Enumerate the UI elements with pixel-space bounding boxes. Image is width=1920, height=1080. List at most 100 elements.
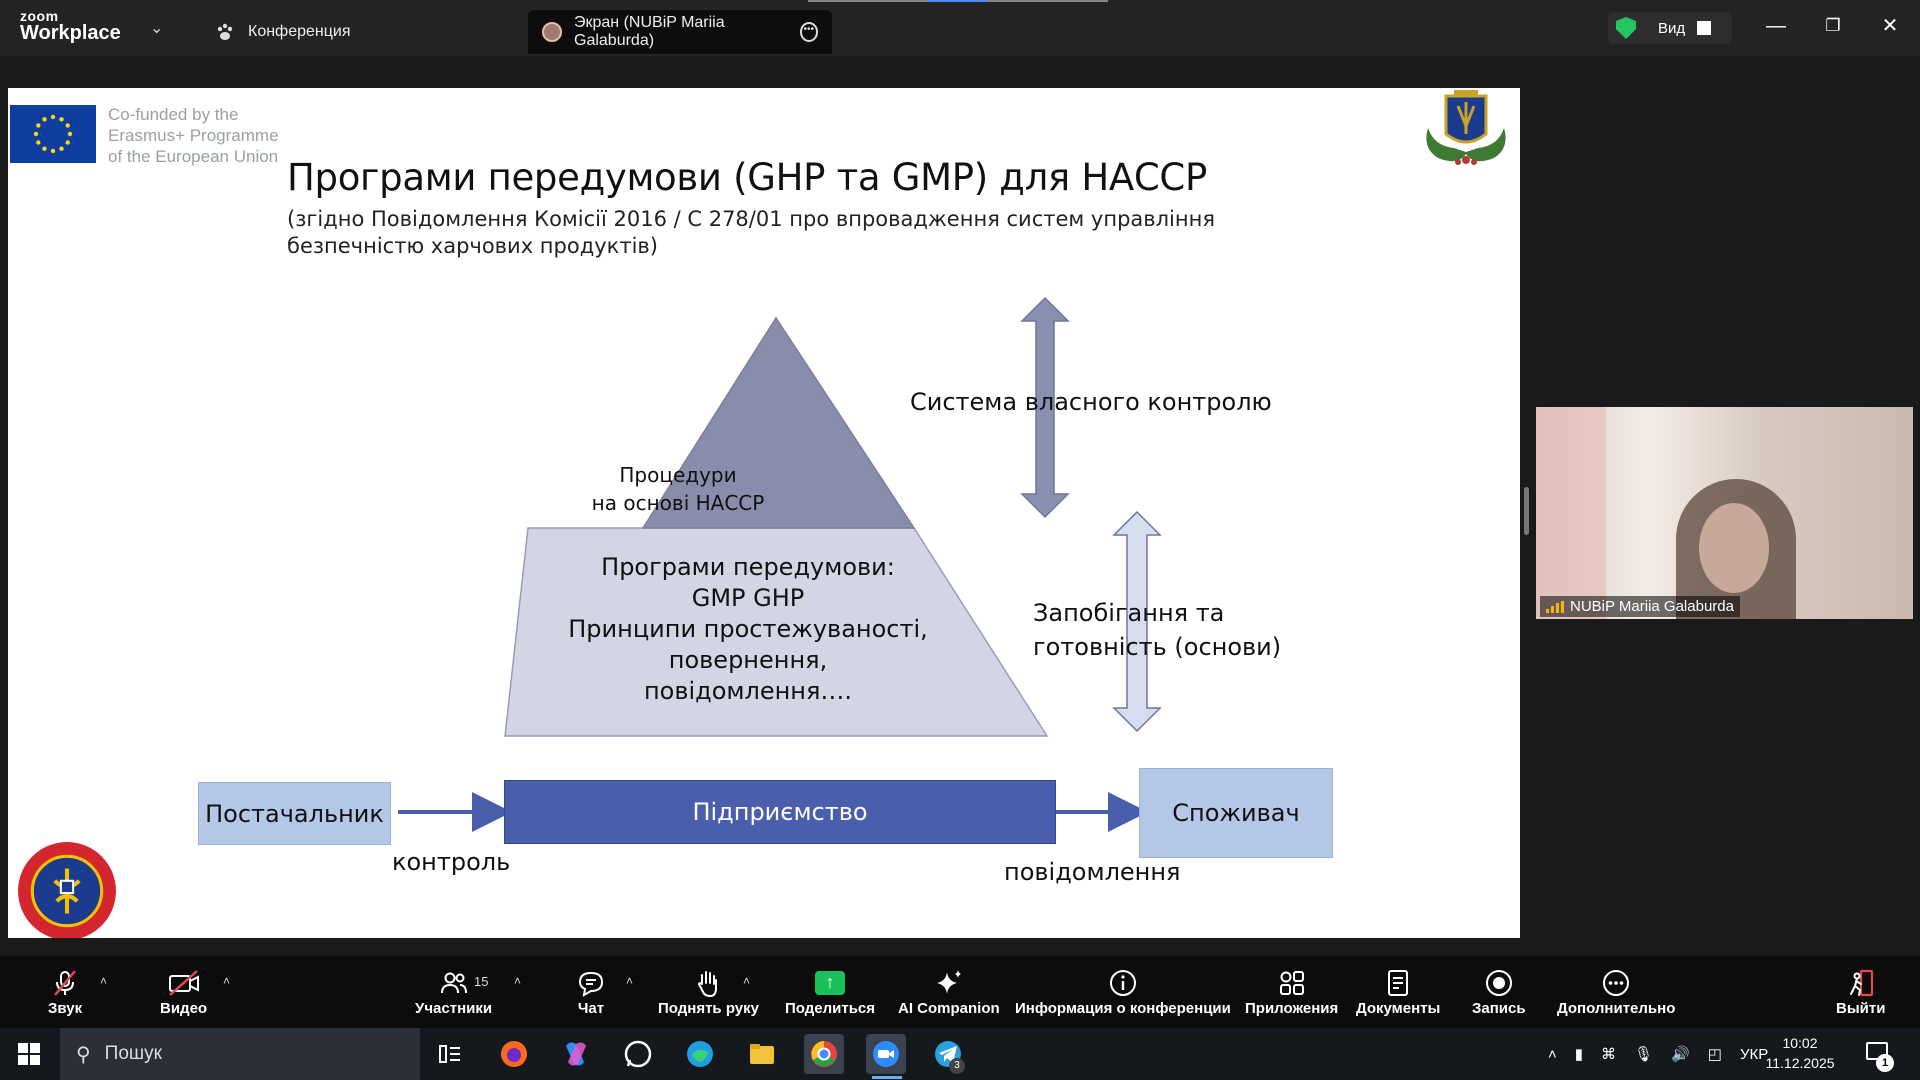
prevention-label-line: Запобігання та [1033, 599, 1225, 627]
ai-companion-label: AI Companion [898, 1000, 1000, 1017]
chat-button[interactable]: Чат [576, 966, 606, 1017]
tab-conference-label: Конференция [248, 23, 351, 40]
edge-icon[interactable] [682, 1036, 718, 1072]
prevention-label: Запобігання та готовність (основи) [1033, 596, 1281, 664]
reactions-caret-icon[interactable]: ˄ [743, 974, 751, 988]
eu-cofunded-text: Co-funded by the Erasmus+ Programme of t… [108, 104, 279, 167]
participant-video-tile[interactable]: NUBiP Mariia Galaburda [1536, 407, 1913, 619]
file-explorer-icon[interactable] [744, 1036, 780, 1072]
supplier-box: Постачальник [198, 782, 391, 845]
participants-caret-icon[interactable]: ˄ [514, 974, 522, 988]
record-label: Запись [1472, 1000, 1526, 1017]
audio-options-caret-icon[interactable]: ˄ [100, 974, 108, 988]
pyramid-bottom-line: Принципи простежуваності, [568, 615, 928, 643]
pyramid-top-line: на основі НАССР [591, 491, 765, 515]
prevention-label-line: готовність (основи) [1033, 633, 1282, 661]
chat-caret-icon[interactable]: ˄ [626, 974, 634, 988]
meet-now-icon[interactable]: ◰ [1707, 1046, 1722, 1063]
university-crest-logo [1426, 90, 1506, 165]
faculty-logo [18, 842, 116, 938]
system-tray: ˄ ▮ ⌘ 🎙 🔊 ◰ УКР [1548, 1028, 1768, 1080]
whatsapp-icon[interactable] [620, 1036, 656, 1072]
search-icon: ⚲ [76, 1043, 91, 1066]
chevron-down-icon[interactable]: ⌄ [150, 20, 164, 37]
raise-hand-label: Поднять руку [658, 1000, 759, 1017]
paw-icon [214, 21, 236, 43]
participant-name: NUBiP Mariia Galaburda [1570, 598, 1734, 615]
eu-text-line: Co-funded by the [108, 105, 239, 124]
restore-icon[interactable]: ❐ [1825, 16, 1841, 35]
eu-text-line: Erasmus+ Programme [108, 126, 279, 145]
windows-start-icon[interactable] [18, 1043, 40, 1065]
share-button[interactable]: ↑ Поделиться [785, 966, 875, 1017]
pyramid-bottom-line: Програми передумови: [601, 553, 895, 581]
more-button[interactable]: Дополнительно [1557, 966, 1675, 1017]
share-label: Поделиться [785, 1000, 876, 1017]
meeting-info-button[interactable]: Информация о конференции [1015, 966, 1231, 1017]
participant-name-tag: NUBiP Mariia Galaburda [1540, 596, 1740, 617]
eu-flag-logo [10, 105, 96, 163]
search-placeholder: Пошук [104, 1043, 162, 1064]
language-indicator[interactable]: УКР [1739, 1045, 1769, 1063]
video-button[interactable]: Видео [160, 966, 207, 1017]
minimize-icon[interactable]: — [1766, 15, 1786, 37]
docs-button[interactable]: Документы [1356, 966, 1440, 1017]
slide-subtitle-line: (згідно Повідомлення Комісії 2016 / С 27… [287, 207, 1215, 231]
pyramid-bottom-line: повернення, [668, 646, 828, 674]
zoom-logo[interactable]: zoom Workplace [20, 9, 121, 43]
chrome-taskbar-item[interactable] [804, 1034, 844, 1074]
copilot-icon[interactable] [558, 1036, 594, 1072]
more-label: Дополнительно [1557, 1000, 1676, 1017]
pyramid-top-tier [641, 316, 916, 529]
tab-screen-share-label: Экран (NUBiP Mariia Galaburda) [574, 14, 725, 49]
tab-screen-share[interactable]: Экран (NUBiP Mariia Galaburda) ••• [528, 10, 832, 54]
audio-button[interactable]: Звук [48, 966, 82, 1017]
volume-icon[interactable]: 🔊 [1671, 1046, 1690, 1063]
mic-tray-icon[interactable]: 🎙 [1634, 1046, 1654, 1063]
close-icon[interactable]: ✕ [1881, 15, 1899, 37]
audio-label: Звук [48, 1000, 83, 1017]
pyramid-bottom-label: Програми передумови: GMP GHP Принципи пр… [568, 552, 928, 707]
slide-title: Програми передумови (GHP та GMP) для НАС… [287, 156, 1207, 199]
prevention-double-arrow [1112, 510, 1162, 733]
tab-conference[interactable]: Конференция [200, 10, 365, 54]
active-app-indicator [872, 1076, 902, 1079]
consumer-box: Споживач [1139, 768, 1333, 858]
record-button[interactable]: Запись [1472, 966, 1526, 1017]
avatar [542, 21, 562, 43]
ai-companion-button[interactable]: AI Companion [898, 966, 1000, 1017]
task-view-icon[interactable] [432, 1036, 468, 1072]
chevron-up-icon[interactable]: ˄ [1548, 1045, 1557, 1063]
slide-subtitle: (згідно Повідомлення Комісії 2016 / С 27… [287, 206, 1237, 260]
view-label: Вид [1658, 19, 1686, 37]
slide-subtitle-line: безпечністю харчових продуктів) [287, 234, 658, 258]
chat-label: Чат [577, 1000, 605, 1017]
apps-button[interactable]: Приложения [1245, 966, 1338, 1017]
eu-text-line: of the European Union [108, 147, 279, 166]
apps-icon [1277, 966, 1307, 1000]
more-options-icon[interactable]: ••• [799, 22, 818, 42]
wifi-icon[interactable]: ⌘ [1601, 1046, 1617, 1063]
view-layout-icon [1697, 21, 1712, 35]
video-options-caret-icon[interactable]: ˄ [223, 974, 231, 988]
zoom-logo-small: zoom [20, 8, 59, 24]
zoom-logo-big: Workplace [20, 22, 121, 44]
firefox-icon[interactable] [496, 1036, 532, 1072]
clock[interactable]: 10:02 11.12.2025 [1760, 1033, 1840, 1073]
haccp-diagram [398, 296, 1162, 832]
raise-hand-button[interactable]: Поднять руку [658, 966, 759, 1017]
leave-button[interactable]: Выйти [1836, 966, 1885, 1017]
zoom-taskbar-item[interactable] [866, 1034, 906, 1074]
meeting-info-label: Информация о конференции [1015, 1000, 1231, 1017]
view-button[interactable]: Вид [1608, 12, 1732, 44]
notification-label: повідомлення [1004, 858, 1181, 886]
participants-button[interactable]: Участники [415, 966, 492, 1017]
panel-resize-handle[interactable] [1524, 487, 1529, 535]
battery-icon[interactable]: ▮ [1574, 1046, 1584, 1063]
info-icon [1108, 966, 1138, 1000]
taskbar-search[interactable]: ⚲ Пошук [60, 1028, 420, 1080]
document-icon [1383, 966, 1413, 1000]
participants-count: 15 [474, 974, 489, 989]
sparkle-icon [934, 966, 964, 1000]
leave-label: Выйти [1836, 1000, 1886, 1017]
